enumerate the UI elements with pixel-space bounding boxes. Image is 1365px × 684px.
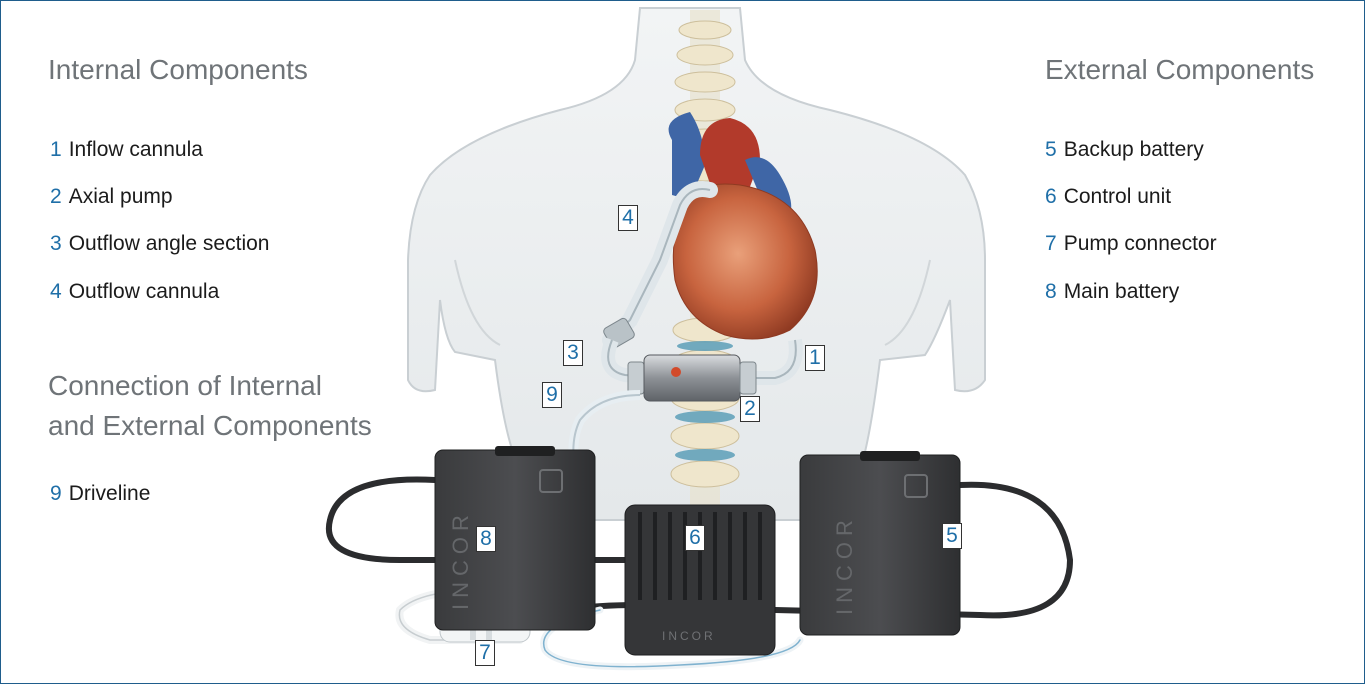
external-components-heading: External Components	[1045, 53, 1314, 87]
list-item-control-unit: 6 Control unit	[1045, 184, 1171, 210]
list-item-driveline: 9 Driveline	[50, 481, 150, 507]
list-item-outflow-angle-section: 3 Outflow angle section	[50, 231, 269, 257]
list-item-pump-connector: 7 Pump connector	[1045, 231, 1217, 257]
item-number: 5	[1045, 138, 1057, 161]
item-label: Driveline	[69, 482, 151, 505]
item-number: 6	[1045, 185, 1057, 208]
main-battery: INCOR	[435, 446, 595, 630]
backup-battery: INCOR	[800, 451, 960, 635]
item-number: 7	[1045, 232, 1057, 255]
connection-heading-line2: and External Components	[48, 409, 372, 443]
connection-heading-line1: Connection of Internal	[48, 369, 322, 403]
item-number: 4	[50, 280, 62, 303]
item-number: 3	[50, 232, 62, 255]
axial-pump	[628, 355, 756, 401]
list-item-backup-battery: 5 Backup battery	[1045, 137, 1204, 163]
list-item-outflow-cannula: 4 Outflow cannula	[50, 279, 219, 305]
list-item-main-battery: 8 Main battery	[1045, 279, 1179, 305]
item-label: Inflow cannula	[69, 138, 203, 161]
svg-text:INCOR: INCOR	[832, 514, 857, 615]
item-label: Outflow angle section	[69, 232, 270, 255]
svg-text:INCOR: INCOR	[448, 509, 473, 610]
item-number: 8	[1045, 280, 1057, 303]
item-label: Main battery	[1064, 280, 1180, 303]
item-label: Control unit	[1064, 185, 1171, 208]
item-number: 9	[50, 482, 62, 505]
callout-5: 5	[942, 523, 962, 549]
item-number: 2	[50, 185, 62, 208]
callout-8: 8	[476, 526, 496, 552]
callout-4: 4	[618, 205, 638, 231]
callout-1: 1	[805, 345, 825, 371]
internal-components-heading: Internal Components	[48, 53, 308, 87]
list-item-axial-pump: 2 Axial pump	[50, 184, 173, 210]
item-label: Pump connector	[1064, 232, 1217, 255]
item-label: Backup battery	[1064, 138, 1204, 161]
item-label: Outflow cannula	[69, 280, 220, 303]
callout-7: 7	[475, 640, 495, 666]
callout-3: 3	[563, 340, 583, 366]
list-item-inflow-cannula: 1 Inflow cannula	[50, 137, 203, 163]
item-label: Axial pump	[69, 185, 173, 208]
item-number: 1	[50, 138, 62, 161]
svg-text:INCOR: INCOR	[662, 629, 716, 643]
callout-6: 6	[685, 525, 705, 551]
callout-9: 9	[542, 382, 562, 408]
callout-2: 2	[740, 396, 760, 422]
